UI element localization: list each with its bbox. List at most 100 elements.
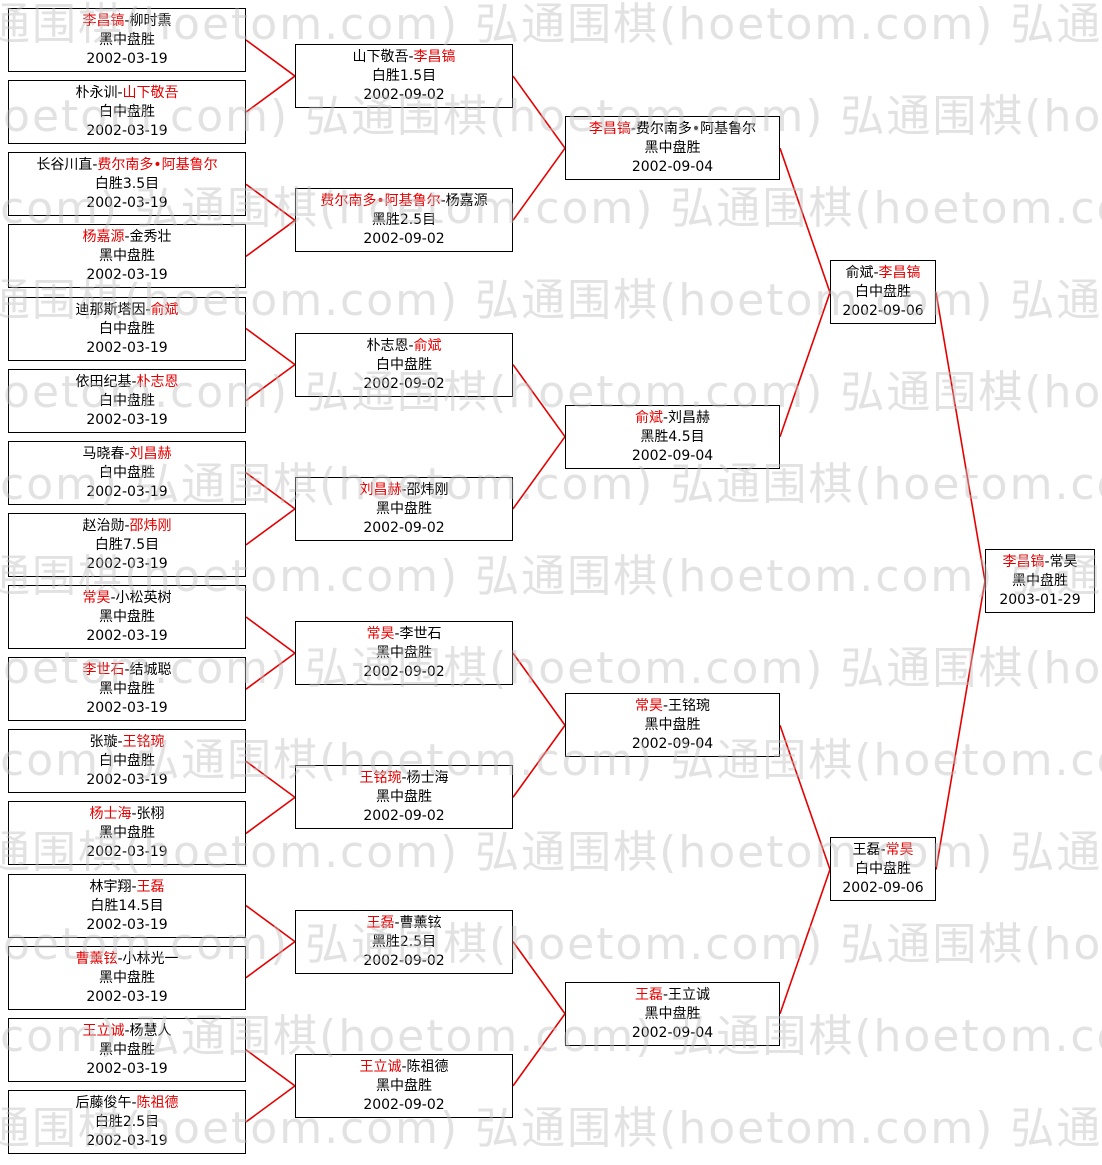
match-players: 山下敬吾-李昌镐 [352,48,455,67]
players-dash: - [394,625,400,642]
player1-name: 俞斌 [845,264,874,281]
players-dash: - [117,84,123,101]
match-date: 2002-03-19 [86,122,168,139]
match-players: 王立诚-陈祖德 [359,1058,448,1077]
players-dash: - [92,156,98,173]
player1-name: 王立诚 [359,1058,402,1075]
match-date: 2002-09-06 [842,879,924,896]
connector-line [245,363,296,402]
players-dash: - [131,373,137,390]
players-dash: - [131,878,137,895]
match-result: 白中盘胜 [99,752,155,769]
match-date: 2002-03-19 [86,843,168,860]
match-result: 黑中盘胜 [376,644,432,661]
match-result: 黑中盘胜 [644,139,701,156]
players-dash: - [1044,553,1050,570]
match-result: 黑胜2.5目 [371,211,437,228]
player1-name: 李世石 [82,661,125,678]
match-box-r1-8: 赵治勋-邵炜刚 白胜7.5目 2002-03-19 [8,513,246,577]
players-dash: - [440,192,446,209]
players-dash: - [124,445,130,462]
connector-line [512,147,566,221]
connector-line [512,724,566,798]
match-players: 俞斌-刘昌赫 [635,409,710,428]
match-box-r2-6: 王铭琬-杨士海 黑中盘胜 2002-09-02 [295,765,513,829]
match-date: 2002-03-19 [86,988,168,1005]
match-box-r1-9: 常昊-小松英树 黑中盘胜 2002-03-19 [8,585,246,649]
match-box-r1-3: 长谷川直-费尔南多•阿基鲁尔 白胜3.5目 2002-03-19 [8,152,246,216]
match-date: 2002-09-02 [363,230,445,247]
players-dash: - [394,914,400,931]
player2-name: 刘昌赫 [129,445,172,462]
connector-line [245,1049,296,1087]
match-date: 2002-09-02 [363,1096,445,1113]
match-result: 黑中盘胜 [1012,572,1068,589]
match-date: 2002-03-19 [86,916,168,933]
match-date: 2002-09-04 [631,1024,714,1041]
player2-name: 王磊 [136,878,165,895]
players-dash: - [630,120,636,137]
players-dash: - [662,986,669,1003]
match-date: 2002-03-19 [86,1132,168,1149]
connector-line [512,652,566,726]
match-players: 迪那斯塔因-俞斌 [75,301,178,320]
players-dash: - [131,1094,137,1111]
match-result: 黑胜2.5目 [371,933,437,950]
player2-name: 刘昌赫 [668,409,711,426]
match-players: 马晓春-刘昌赫 [82,445,171,464]
match-box-r1-4: 杨嘉源-金秀壮 黑中盘胜 2002-03-19 [8,224,246,288]
players-dash: - [401,481,407,498]
players-dash: - [124,228,130,245]
match-box-r1-14: 曹薰铉-小林光一 黑中盘胜 2002-03-19 [8,946,246,1010]
player2-name: 费尔南多•阿基鲁尔 [635,120,757,137]
connector-line [245,940,296,979]
match-players: 曹薰铉-小林光一 [75,950,178,969]
players-dash: - [662,697,669,714]
player1-name: 常昊 [82,589,111,606]
player1-name: 王铭琬 [359,769,402,786]
players-dash: - [117,733,123,750]
match-date: 2002-03-19 [86,411,168,428]
player1-name: 山下敬吾 [352,48,409,65]
match-players: 后藤俊午-陈祖德 [75,1094,178,1113]
players-dash: - [117,950,123,967]
player1-name: 王磊 [852,841,881,858]
match-box-r2-1: 山下敬吾-李昌镐 白胜1.5目 2002-09-02 [295,44,513,108]
player1-name: 赵治勋 [82,517,125,534]
match-box-r1-2: 朴永训-山下敬吾 白中盘胜 2002-03-19 [8,80,246,144]
match-date: 2002-03-19 [86,627,168,644]
match-box-r1-12: 杨士海-张栩 黑中盘胜 2002-03-19 [8,801,246,865]
match-date: 2003-01-29 [999,591,1081,608]
connector-line [245,75,296,113]
match-box-r2-4: 刘昌赫-邵炜刚 黑中盘胜 2002-09-02 [295,477,513,541]
player1-name: 长谷川直 [36,156,93,173]
match-result: 黑中盘胜 [99,680,155,697]
match-players: 王磊-王立诚 [635,986,710,1005]
player2-name: 邵炜刚 [406,481,449,498]
connector-line [935,580,986,870]
connector-line [245,904,296,943]
match-players: 李世石-结城聪 [82,661,171,680]
connector-line [512,75,566,149]
match-result: 白胜7.5目 [94,536,160,553]
connector-line [512,364,566,438]
match-result: 黑中盘胜 [99,824,155,841]
match-date: 2002-09-04 [631,735,714,752]
connector-line [245,652,296,690]
player1-name: 林宇翔 [89,878,132,895]
match-date: 2002-09-02 [363,375,445,392]
players-dash: - [110,589,116,606]
connector-line [779,724,831,870]
match-players: 王磊-常昊 [852,841,913,860]
match-players: 常昊-王铭琬 [635,697,710,716]
match-players: 王磊-曹薰铉 [366,914,441,933]
player1-name: 曹薰铉 [75,950,118,967]
connector-line [935,292,986,582]
match-date: 2002-09-02 [363,519,445,536]
player2-name: 常昊 [885,841,914,858]
connector-line [245,327,296,366]
match-result: 白胜3.5目 [94,175,160,192]
connector-line [245,796,296,835]
match-result: 黑中盘胜 [99,247,155,264]
match-players: 费尔南多•阿基鲁尔-杨嘉源 [320,192,487,211]
